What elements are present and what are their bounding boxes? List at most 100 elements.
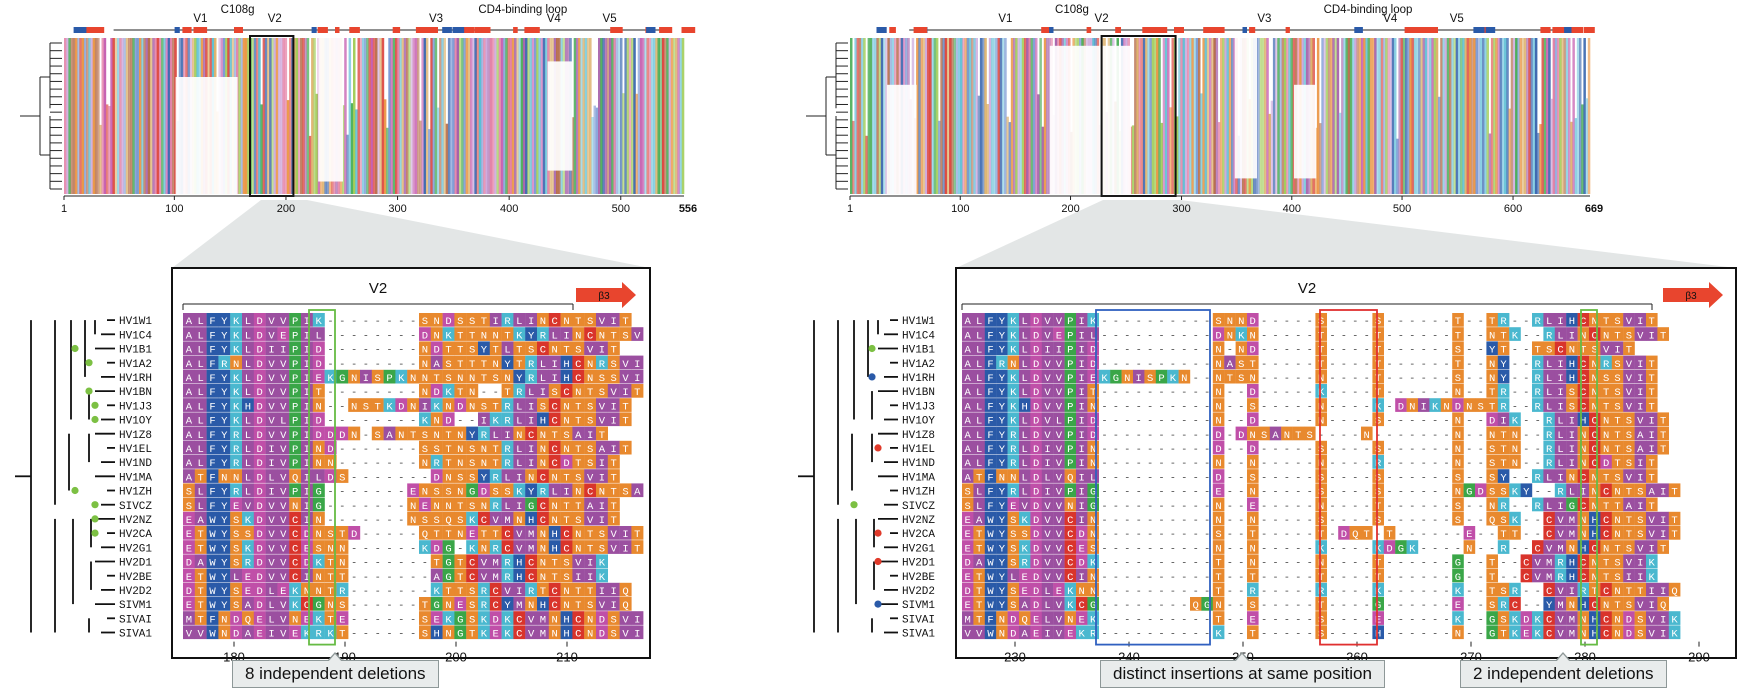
right-residue-letter: S: [1614, 401, 1620, 413]
left-residue-letter: N: [575, 387, 581, 399]
left-residue-letter: I: [280, 345, 286, 357]
right-gap-char: -: [1261, 317, 1267, 328]
left-residue-cell: [419, 384, 431, 398]
right-residue-letter: K: [1649, 558, 1656, 570]
right-gap-char: -: [1261, 473, 1267, 484]
right-gap-char: -: [1386, 502, 1392, 513]
left-gap-char: -: [410, 445, 416, 456]
left-gap-char: -: [386, 317, 392, 328]
left-residue-letter: D: [434, 543, 440, 555]
right-gap-char: -: [1147, 402, 1153, 413]
right-gap-char: -: [1329, 630, 1335, 641]
right-v2-label: V2: [1298, 280, 1316, 297]
right-gap-char: -: [1432, 573, 1438, 584]
left-residue-letter: T: [422, 600, 428, 612]
right-gap-char: -: [1409, 331, 1415, 342]
right-row-name: HV1EL: [902, 444, 935, 456]
right-residue-letter: T: [1626, 487, 1632, 499]
right-residue-letter: N: [1215, 458, 1221, 470]
right-residue-letter: T: [1489, 558, 1495, 570]
left-residue-letter: T: [198, 529, 204, 541]
right-residue-letter: V: [1056, 501, 1063, 513]
right-residue-letter: L: [1022, 387, 1028, 399]
left-residue-letter: F: [209, 487, 215, 499]
left-residue-letter: S: [445, 487, 451, 499]
left-overview-column: [639, 38, 643, 194]
right-node-dot: [874, 557, 882, 566]
right-overview-column: [1477, 38, 1481, 194]
right-gap-char: -: [1124, 587, 1130, 598]
left-overview-column: [445, 123, 449, 194]
left-gap-char: -: [363, 331, 369, 342]
right-overview-column: [1147, 38, 1150, 194]
right-overview-column: [1369, 38, 1373, 194]
left-gap-char: -: [375, 473, 381, 484]
right-residue-letter: E: [1523, 629, 1529, 641]
right-gap-char: -: [1147, 388, 1153, 399]
left-residue-cell: [206, 384, 219, 398]
right-overview-column: [1528, 38, 1531, 194]
left-residue-cell: [253, 369, 266, 384]
right-gap-char: -: [1364, 587, 1370, 598]
left-overview-column: [293, 38, 296, 194]
right-residue-letter: F: [987, 345, 993, 357]
left-gap-char: -: [386, 601, 392, 612]
left-residue-letter: E: [186, 572, 192, 584]
right-residue-letter: A: [965, 458, 972, 470]
right-gap-char: -: [1272, 601, 1278, 612]
right-overview-column: [867, 38, 871, 194]
right-residue-letter: T: [1660, 543, 1666, 555]
right-residue-letter: R: [1500, 543, 1507, 555]
right-residue-letter: Q: [1022, 614, 1028, 626]
left-residue-letter: D: [422, 330, 428, 342]
right-gap-char: -: [1489, 544, 1495, 555]
left-residue-letter: I: [504, 430, 510, 442]
left-residue-letter: S: [422, 614, 428, 626]
left-gap-char: -: [327, 360, 333, 371]
right-overview-column: [1345, 38, 1348, 194]
left-axis-tick-label: 500: [612, 203, 630, 215]
right-gap-char: -: [1329, 559, 1335, 570]
right-gap-char: -: [1409, 615, 1415, 626]
right-residue-letter: S: [1318, 487, 1324, 499]
right-gap-char: -: [1227, 388, 1233, 399]
left-overview-tree: [20, 42, 62, 190]
right-overview-column: [991, 38, 994, 194]
left-overview-column: [485, 38, 488, 194]
right-gap-char: -: [1421, 587, 1427, 598]
right-gap-char: -: [1284, 360, 1290, 371]
left-residue-letter: I: [587, 558, 593, 570]
right-residue-letter: S: [1307, 430, 1313, 442]
right-gap-char: -: [1386, 559, 1392, 570]
right-gap-char: -: [1307, 360, 1313, 371]
left-gap-char: -: [375, 615, 381, 626]
left-overview-column: [650, 38, 654, 194]
left-overview-column: [79, 38, 82, 194]
right-overview-column: [1231, 38, 1234, 194]
left-residue-letter: S: [422, 515, 428, 527]
right-gap-char: -: [1136, 530, 1142, 541]
right-residue-letter: R: [1557, 572, 1564, 584]
right-gap-char: -: [1398, 459, 1404, 470]
right-overview-column: [920, 38, 923, 194]
right-residue-letter: P: [1067, 387, 1073, 399]
right-gap-char: -: [1295, 559, 1301, 570]
left-residue-letter: S: [587, 444, 593, 456]
left-region-marker: [349, 27, 360, 33]
right-gap-char: -: [1147, 502, 1153, 513]
left-overview-column: [308, 135, 312, 194]
left-residue-letter: L: [528, 387, 534, 399]
right-residue-letter: R: [1010, 430, 1017, 442]
left-residue-letter: T: [457, 586, 463, 598]
left-overview-column: [425, 38, 429, 194]
right-residue-letter: D: [1033, 387, 1039, 399]
left-overview-column: [591, 117, 594, 194]
right-gap-char: -: [1113, 331, 1119, 342]
left-residue-letter: E: [457, 600, 463, 612]
right-gap-char: -: [1443, 559, 1449, 570]
left-gap-char: -: [410, 473, 416, 484]
right-gap-char: -: [1329, 331, 1335, 342]
left-overview-column: [534, 38, 537, 194]
right-overview-column: [1002, 38, 1005, 194]
